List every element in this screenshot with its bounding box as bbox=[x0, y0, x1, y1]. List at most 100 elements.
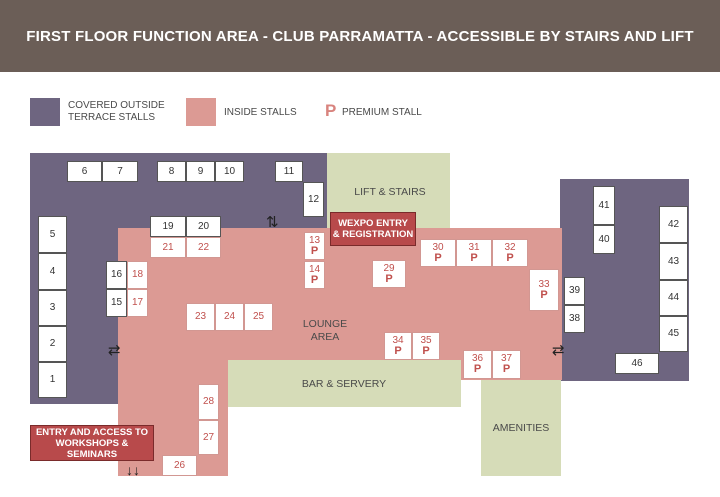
stall-45: 45 bbox=[659, 316, 688, 352]
premium-p-icon: P bbox=[502, 363, 511, 375]
stall-number: 2 bbox=[49, 338, 56, 349]
premium-p-icon: P bbox=[422, 344, 430, 357]
stall-number: 20 bbox=[197, 220, 210, 232]
stall-number: 16 bbox=[110, 269, 123, 280]
stall-5: 5 bbox=[38, 216, 67, 253]
stall-4: 4 bbox=[38, 253, 67, 290]
arrow-updown-icon: ⇅ bbox=[266, 214, 279, 231]
stall-number: 9 bbox=[197, 165, 204, 177]
stall-number: 10 bbox=[223, 165, 236, 177]
stall-number: 14 bbox=[308, 263, 321, 275]
stall-number: 40 bbox=[598, 233, 610, 245]
stall-number: 15 bbox=[110, 297, 123, 308]
stall-8: 8 bbox=[157, 161, 186, 182]
premium-p-icon: P bbox=[470, 251, 478, 264]
stall-6: 6 bbox=[67, 161, 102, 182]
stall-27: 27 bbox=[198, 420, 219, 455]
stall-number: 30 bbox=[432, 241, 444, 253]
stall-number: 34 bbox=[392, 334, 404, 346]
wexpo-line2: & REGISTRATION bbox=[332, 229, 414, 240]
stall-number: 28 bbox=[202, 396, 215, 407]
premium-p-icon: P bbox=[434, 251, 442, 264]
stall-22: 22 bbox=[186, 237, 221, 258]
stall-number: 32 bbox=[504, 241, 516, 253]
workshops-entry-callout: ENTRY AND ACCESS TO WORKSHOPS & SEMINARS bbox=[30, 425, 154, 461]
wexpo-line1: WEXPO ENTRY bbox=[338, 218, 408, 229]
arrow-down-icon: ↓↓ bbox=[126, 462, 140, 478]
stall-number: 46 bbox=[631, 357, 643, 369]
premium-p-icon: P bbox=[310, 273, 319, 286]
stall-38: 38 bbox=[564, 305, 585, 333]
premium-p-icon: P bbox=[540, 288, 548, 301]
stall-number: 39 bbox=[568, 285, 581, 296]
stall-10: 10 bbox=[215, 161, 244, 182]
stall-15: 15 bbox=[106, 289, 127, 317]
stall-2: 2 bbox=[38, 326, 67, 362]
stall-number: 22 bbox=[197, 241, 210, 253]
stall-number: 5 bbox=[49, 228, 56, 240]
stall-number: 17 bbox=[131, 297, 144, 308]
wexpo-entry-callout: WEXPO ENTRY & REGISTRATION bbox=[330, 212, 416, 246]
stall-number: 33 bbox=[538, 278, 550, 290]
stall-number: 21 bbox=[162, 241, 174, 253]
stall-number: 44 bbox=[667, 292, 680, 303]
bar-servery-label: BAR & SERVERY bbox=[301, 378, 387, 390]
stall-number: 31 bbox=[468, 241, 480, 253]
stall-12: 12 bbox=[303, 182, 324, 217]
stall-7: 7 bbox=[102, 161, 138, 182]
stall-39: 39 bbox=[564, 277, 585, 305]
stall-number: 35 bbox=[420, 334, 432, 346]
stall-number: 45 bbox=[667, 328, 680, 339]
amenities-label: AMENITIES bbox=[492, 422, 550, 434]
stall-20: 20 bbox=[186, 216, 221, 237]
stall-46: 46 bbox=[615, 353, 659, 374]
stall-number: 19 bbox=[162, 220, 174, 232]
stall-number: 26 bbox=[173, 459, 186, 471]
page-title: FIRST FLOOR FUNCTION AREA - CLUB PARRAMA… bbox=[0, 0, 720, 72]
stall-28: 28 bbox=[198, 384, 219, 420]
stall-number: 7 bbox=[117, 165, 123, 177]
stall-number: 18 bbox=[131, 269, 144, 280]
stall-number: 25 bbox=[252, 311, 265, 322]
legend-outside-label: COVERED OUTSIDE TERRACE STALLS bbox=[68, 100, 165, 123]
stall-number: 23 bbox=[194, 311, 207, 322]
stall-42: 42 bbox=[659, 206, 688, 243]
legend-premium-label: PREMIUM STALL bbox=[342, 107, 422, 118]
premium-p-icon: P bbox=[394, 344, 402, 357]
stall-23: 23 bbox=[186, 303, 215, 331]
legend-outside-swatch bbox=[30, 98, 60, 126]
premium-p-icon: P bbox=[385, 272, 393, 285]
stall-19: 19 bbox=[150, 216, 186, 237]
stall-number: 24 bbox=[223, 311, 236, 322]
stall-number: 3 bbox=[49, 302, 56, 313]
legend-inside-label: INSIDE STALLS bbox=[224, 107, 297, 118]
stall-number: 27 bbox=[202, 431, 215, 443]
stall-26: 26 bbox=[162, 455, 197, 476]
stall-24: 24 bbox=[215, 303, 244, 331]
stall-number: 6 bbox=[81, 165, 88, 177]
stall-number: 8 bbox=[168, 165, 175, 177]
amenities-area bbox=[481, 380, 561, 476]
premium-p-icon: P bbox=[310, 244, 319, 257]
stall-number: 38 bbox=[568, 313, 581, 324]
stall-number: 1 bbox=[49, 374, 56, 385]
premium-p-icon: P bbox=[325, 101, 337, 120]
stall-number: 42 bbox=[667, 218, 680, 230]
stall-number: 4 bbox=[49, 265, 56, 277]
stall-number: 29 bbox=[383, 262, 395, 274]
stall-18: 18 bbox=[127, 261, 148, 289]
stall-44: 44 bbox=[659, 280, 688, 316]
stall-number: 43 bbox=[667, 255, 680, 267]
lift-stairs-label: LIFT & STAIRS bbox=[354, 186, 426, 198]
entry-line1: ENTRY AND ACCESS TO bbox=[35, 426, 149, 438]
arrow-leftright-icon: ⇄ bbox=[108, 342, 121, 359]
